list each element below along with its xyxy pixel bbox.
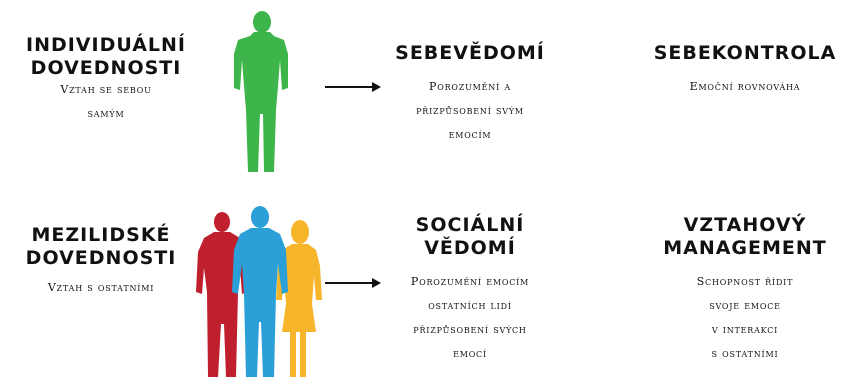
social-awareness-desc-line4: emocí bbox=[453, 347, 487, 360]
self-control-desc-line1: Emoční rovnováha bbox=[689, 80, 801, 93]
individual-skills-block: INDIVIDUÁLNÍ DOVEDNOSTI Vztah se sebou s… bbox=[6, 34, 206, 126]
relationship-management-desc-line4: s ostatními bbox=[711, 347, 779, 360]
social-awareness-desc-line3: přizpůsobení svých bbox=[413, 323, 527, 336]
arrow-right-row2 bbox=[325, 278, 381, 288]
self-awareness-block: SEBEVĚDOMÍ Porozumění a přizpůsobení svý… bbox=[380, 42, 560, 147]
relationship-management-desc-line2: svoje emoce bbox=[709, 299, 781, 312]
interpersonal-skills-subtitle: Vztah s ostatními bbox=[47, 281, 155, 294]
interpersonal-skills-block: MEZILIDSKÉ DOVEDNOSTI Vztah s ostatními bbox=[6, 224, 196, 300]
social-awareness-title-line1: SOCIÁLNÍ bbox=[415, 214, 525, 236]
individual-skills-subtitle-line1: Vztah se sebou bbox=[60, 83, 152, 96]
individual-skills-title-line2: DOVEDNOSTI bbox=[30, 57, 182, 79]
social-awareness-desc-line1: Porozumění emocím bbox=[410, 275, 530, 288]
relationship-management-desc-line3: v interakci bbox=[711, 323, 779, 336]
person-silhouette-green-icon bbox=[234, 11, 288, 172]
individual-skills-subtitle-line2: samým bbox=[87, 107, 125, 120]
relationship-management-desc-line1: Schopnost řídit bbox=[696, 275, 794, 288]
interpersonal-skills-title-line1: MEZILIDSKÉ bbox=[31, 224, 171, 246]
person-silhouette-blue-icon bbox=[232, 206, 288, 377]
social-awareness-desc-line2: ostatních lidí bbox=[428, 299, 512, 312]
self-control-title: SEBEKONTROLA bbox=[653, 42, 837, 64]
self-awareness-desc-line1: Porozumění a bbox=[429, 80, 511, 93]
self-awareness-desc-line3: emocím bbox=[448, 128, 492, 141]
relationship-management-title-line2: MANAGEMENT bbox=[663, 237, 827, 259]
person-silhouette-yellow-icon bbox=[276, 220, 322, 377]
social-awareness-block: SOCIÁLNÍ VĚDOMÍ Porozumění emocím ostatn… bbox=[380, 214, 560, 366]
arrow-right-row1 bbox=[325, 82, 381, 92]
social-awareness-title-line2: VĚDOMÍ bbox=[424, 237, 516, 259]
self-awareness-desc-line2: přizpůsobení svým bbox=[416, 104, 524, 117]
individual-skills-title-line1: INDIVIDUÁLNÍ bbox=[26, 34, 186, 56]
relationship-management-block: VZTAHOVÝ MANAGEMENT Schopnost řídit svoj… bbox=[640, 214, 850, 366]
self-awareness-title: SEBEVĚDOMÍ bbox=[395, 42, 545, 64]
interpersonal-skills-title-line2: DOVEDNOSTI bbox=[25, 247, 177, 269]
relationship-management-title-line1: VZTAHOVÝ bbox=[683, 214, 807, 236]
self-control-block: SEBEKONTROLA Emoční rovnováha bbox=[640, 42, 850, 99]
